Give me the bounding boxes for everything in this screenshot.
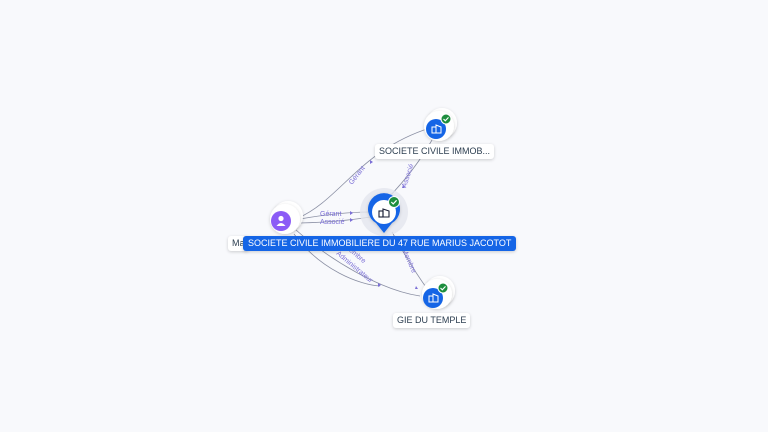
node-sci-top[interactable] xyxy=(424,108,457,141)
verified-badge-icon xyxy=(388,196,400,208)
edge-label-membre-center-gie: Membre xyxy=(400,248,417,274)
edge-label-associe-top: Associé xyxy=(401,163,415,189)
building-icon xyxy=(431,124,442,134)
node-center[interactable] xyxy=(360,188,408,236)
person-icon xyxy=(276,215,286,226)
node-person[interactable] xyxy=(270,201,303,234)
edge-label-gerant-center: Gérant xyxy=(320,211,341,218)
node-label-sci-top[interactable]: SOCIETE CIVILE IMMOB... xyxy=(375,144,495,159)
edge-label-associe-center: Associé xyxy=(320,219,345,226)
verified-badge-icon xyxy=(440,113,452,125)
verified-badge-icon xyxy=(437,282,449,294)
building-icon xyxy=(378,208,390,218)
edge-arrows xyxy=(350,160,418,289)
node-gie[interactable] xyxy=(422,276,455,309)
building-icon xyxy=(428,293,439,303)
node-label-center[interactable]: SOCIETE CIVILE IMMOBILIERE DU 47 RUE MAR… xyxy=(243,236,517,251)
node-label-gie[interactable]: GIE DU TEMPLE xyxy=(393,313,471,328)
edge-label-gerant-top: Gérant xyxy=(348,165,367,186)
edge-person-sci-top[interactable] xyxy=(297,127,431,219)
